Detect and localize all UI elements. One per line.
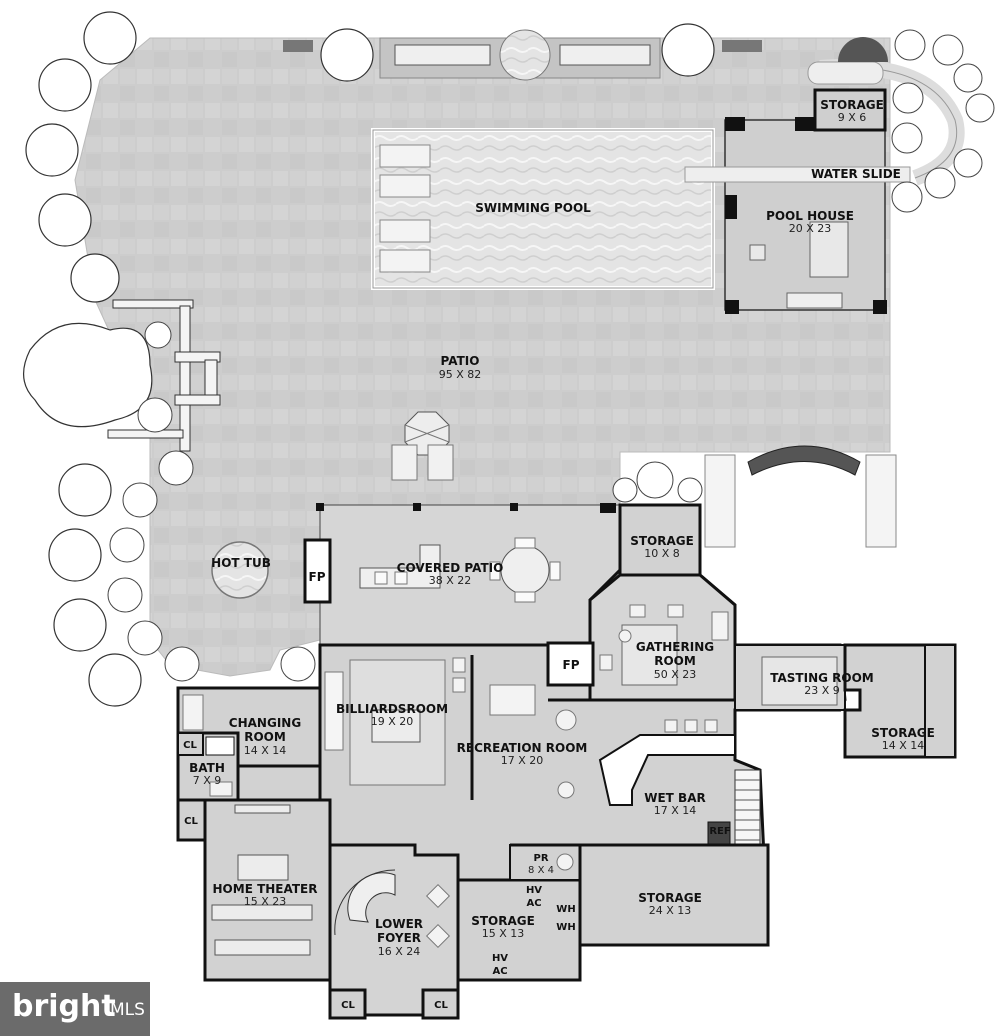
storage-center-dim: 15 X 13 — [482, 927, 525, 940]
storage-bottom-area — [578, 843, 770, 947]
storage-center-area — [456, 878, 582, 982]
changing-room-area — [176, 686, 322, 768]
gathering-room-dim: 50 X 23 — [654, 668, 697, 681]
covered-patio-dim: 38 X 22 — [429, 574, 472, 587]
storage-top-label: STORAGE — [820, 98, 884, 112]
hv-ac-bottom-label: HV — [492, 953, 508, 964]
wet-bar-label: WET BAR — [644, 791, 705, 805]
pr-label: PR — [533, 853, 548, 864]
bath-label: BATH — [189, 761, 225, 775]
pool-lounge-chairs — [379, 144, 431, 273]
hv-ac-bottom-label-2: AC — [492, 966, 507, 977]
home-theater-area — [176, 798, 332, 982]
hot-tub — [211, 541, 269, 599]
changing-room-label: CHANGING — [229, 716, 301, 730]
storage-right-dim: 14 X 14 — [882, 739, 925, 752]
bath-area — [176, 731, 240, 803]
cl-foyer-right-label: CL — [434, 1000, 448, 1011]
lower-foyer-dim: 16 X 24 — [378, 945, 421, 958]
wh-bottom-label: WH — [556, 922, 575, 933]
patio-label: PATIO — [441, 354, 480, 368]
fp-gathering-label: FP — [563, 658, 580, 672]
changing-room-dim: 14 X 14 — [244, 744, 287, 757]
storage-right-room — [843, 643, 957, 759]
storage-top-room — [813, 88, 887, 132]
lower-foyer-label: LOWER — [375, 917, 423, 931]
storage-mid-dim: 10 X 8 — [644, 547, 680, 560]
hv-ac-top-label-2: AC — [526, 898, 541, 909]
water-slide — [684, 37, 965, 186]
storage-center-label: STORAGE — [471, 914, 535, 928]
ref-label: REF — [709, 826, 730, 837]
bright-mls-logo: bright MLS — [0, 982, 150, 1036]
swimming-pool — [371, 128, 715, 290]
water-slide-label: WATER SLIDE — [811, 167, 901, 181]
fireplace-gathering — [546, 641, 595, 687]
storage-mid-label: STORAGE — [630, 534, 694, 548]
pr-dim: 8 X 4 — [528, 865, 554, 876]
recreation-room-label: RECREATION ROOM — [457, 741, 588, 755]
recreation-room-dim: 17 X 20 — [501, 754, 544, 767]
landscape-trees — [23, 11, 715, 707]
wet-bar-area — [555, 709, 736, 806]
swimming-pool-label: SWIMMING POOL — [475, 201, 591, 215]
fp-patio-label: FP — [309, 570, 326, 584]
home-theater-label: HOME THEATER — [213, 882, 318, 896]
hot-tub-label: HOT TUB — [211, 556, 271, 570]
wh-top-label: WH — [556, 904, 575, 915]
room-labels: STORAGE 9 X 6 WATER SLIDE SWIMMING POOL … — [183, 98, 935, 1011]
patio-steps — [704, 445, 897, 548]
logo-suffix: MLS — [110, 1000, 145, 1020]
pool-top-planters — [283, 29, 762, 81]
patio-umbrella-table — [391, 411, 454, 481]
gathering-room-label: GATHERING — [636, 640, 714, 654]
storage-right-label: STORAGE — [871, 726, 935, 740]
hv-ac-top-label: HV — [526, 885, 542, 896]
landscape-shrubs — [107, 29, 995, 682]
closets-foyer — [328, 988, 460, 1020]
pool-house-label: POOL HOUSE — [766, 209, 854, 223]
tasting-room-label: TASTING ROOM — [770, 671, 874, 685]
gathering-room-label-2: ROOM — [654, 654, 696, 668]
home-theater-dim: 15 X 23 — [244, 895, 287, 908]
lower-foyer-label-2: FOYER — [377, 931, 421, 945]
covered-patio — [316, 503, 621, 646]
cl-theater-label: CL — [184, 816, 198, 827]
storage-top-dim: 9 X 6 — [838, 111, 867, 124]
interior-walls — [318, 643, 600, 847]
gathering-room-area — [588, 573, 737, 702]
billiards-room-dim: 19 X 20 — [371, 715, 414, 728]
tasting-room-dim: 23 X 9 — [804, 684, 840, 697]
bath-dim: 7 X 9 — [193, 774, 222, 787]
pool-house-dim: 20 X 23 — [789, 222, 832, 235]
storage-bottom-dim: 24 X 13 — [649, 904, 692, 917]
cl-bath-label: CL — [183, 740, 197, 751]
pool-house — [724, 117, 887, 314]
fireplace-patio — [303, 538, 332, 604]
wet-bar-dim: 17 X 14 — [654, 804, 697, 817]
changing-room-label-2: ROOM — [244, 730, 286, 744]
garden-trellis — [107, 299, 221, 452]
billiards-room-label: BILLIARDSROOM — [336, 702, 448, 716]
cl-foyer-left-label: CL — [341, 1000, 355, 1011]
patio-dim: 95 X 82 — [439, 368, 482, 381]
storage-bottom-label: STORAGE — [638, 891, 702, 905]
logo-brand: bright — [12, 989, 116, 1024]
covered-patio-label: COVERED PATIO — [397, 561, 504, 575]
billiards-room-area — [324, 657, 536, 786]
